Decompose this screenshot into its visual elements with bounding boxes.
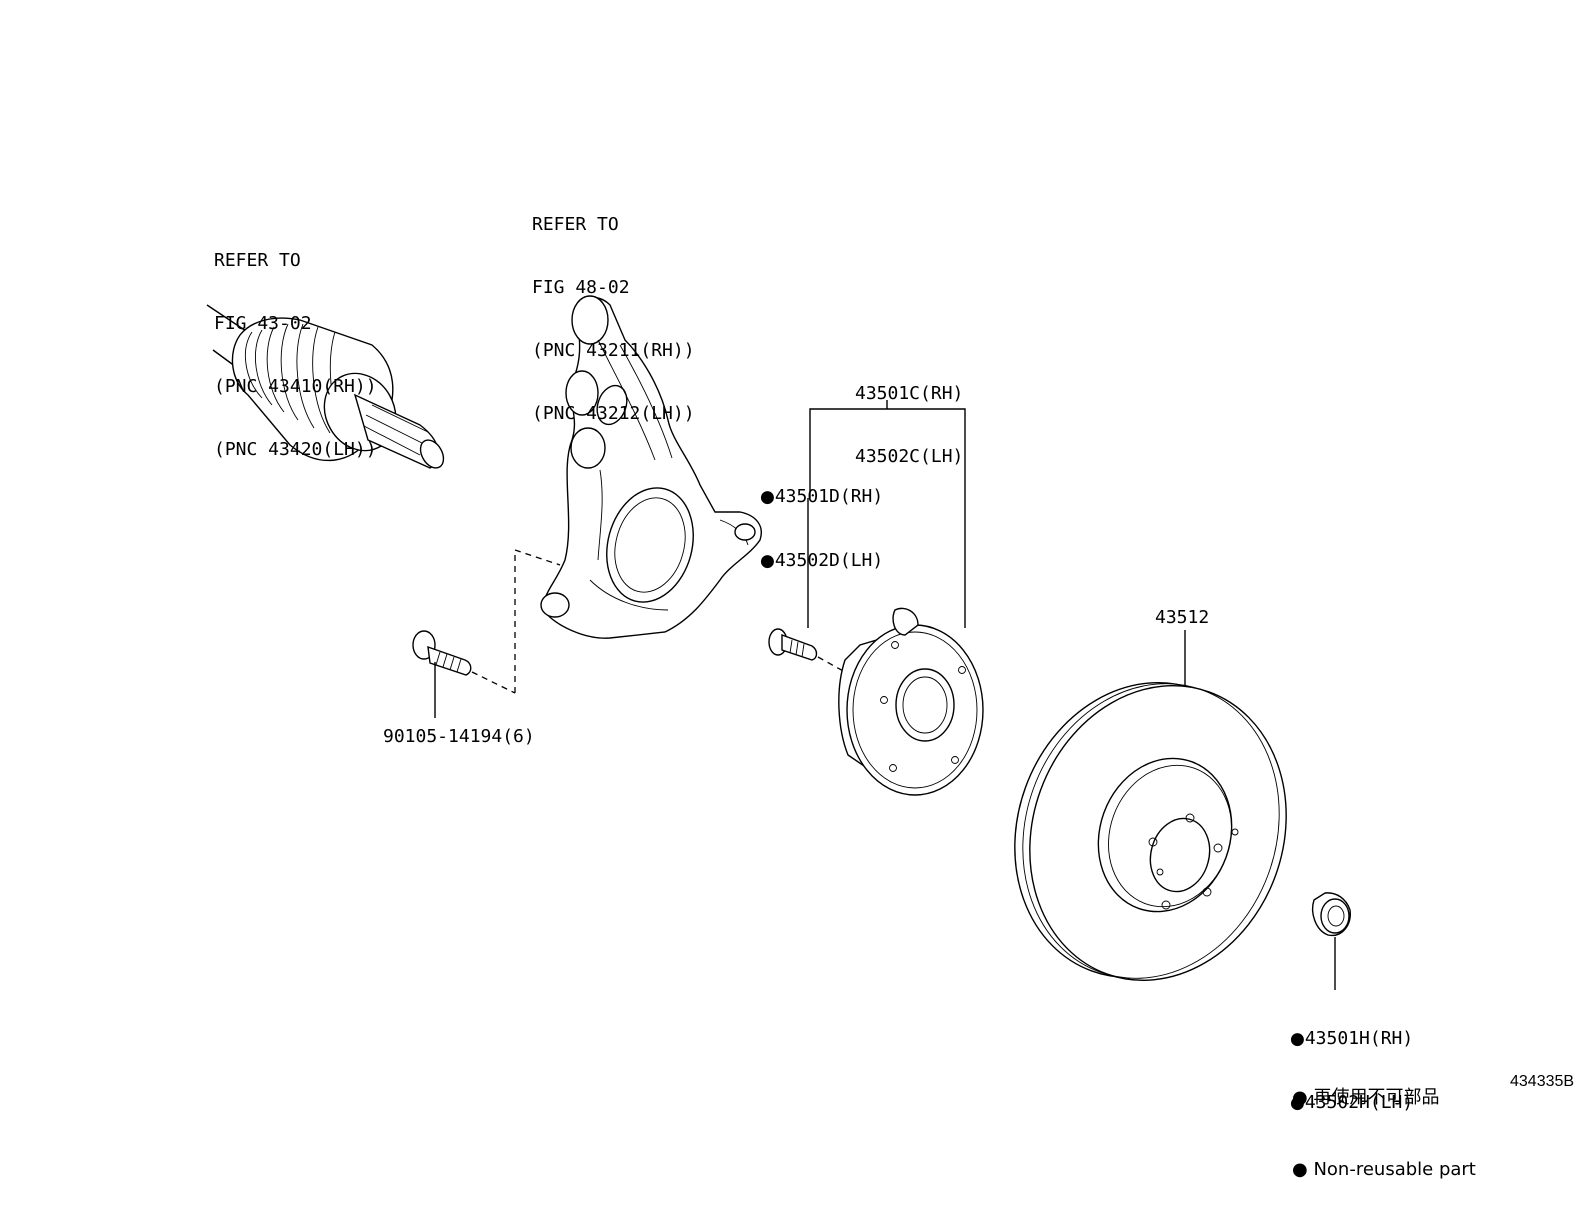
diagram-drawing xyxy=(206,295,1351,990)
brake-disc-label: 43512 xyxy=(1155,607,1210,628)
legend: ● 再使用不可部品 ● Non-reusable part xyxy=(1292,1038,1476,1206)
hub-nut-rh: 43501H(RH) xyxy=(1304,1028,1414,1049)
hub-nut xyxy=(1311,892,1351,990)
steering-knuckle xyxy=(540,295,762,639)
non-reusable-bullet: ● xyxy=(1290,1029,1305,1049)
knuckle-ref-line-4: (PNC 43212(LH)) xyxy=(532,403,695,424)
hub-bolt-label: ●43501D(RH) ●43502D(LH) xyxy=(760,444,883,593)
hub-assembly-lh: 43502C(LH) xyxy=(855,446,964,467)
driveshaft-ref-line-4: (PNC 43420(LH)) xyxy=(214,439,377,460)
non-reusable-bullet: ● xyxy=(760,551,775,571)
figure-number: 434335B xyxy=(1510,1073,1575,1090)
legend-japanese: 再使用不可部品 xyxy=(1313,1087,1440,1108)
hub-bolt-lh: 43502D(LH) xyxy=(774,550,884,571)
parts-diagram: REFER TO FIG 43-02 (PNC 43410(RH)) (PNC … xyxy=(206,172,1575,1180)
knuckle-bolt-label: 90105-14194(6) xyxy=(383,726,535,747)
driveshaft-ref-line-2: FIG 43-02 xyxy=(214,313,312,334)
drive-shaft xyxy=(206,304,445,469)
hub-assembly-label: 43501C(RH) 43502C(LH) xyxy=(855,341,963,488)
legend-bullet: ● xyxy=(1292,1159,1308,1180)
driveshaft-reference-label: REFER TO FIG 43-02 (PNC 43410(RH)) (PNC … xyxy=(214,208,377,481)
hub-bolt xyxy=(768,498,846,673)
knuckle-bolt xyxy=(412,549,561,718)
knuckle-ref-line-2: FIG 48-02 xyxy=(532,277,630,298)
hub-assembly xyxy=(809,400,984,796)
non-reusable-bullet: ● xyxy=(760,487,775,507)
knuckle-ref-line-3: (PNC 43211(RH)) xyxy=(532,340,695,361)
legend-bullet: ● xyxy=(1292,1087,1308,1108)
legend-english: Non-reusable part xyxy=(1313,1159,1476,1180)
brake-disc xyxy=(1014,630,1287,981)
hub-bolt-rh: 43501D(RH) xyxy=(774,486,884,507)
knuckle-ref-line-1: REFER TO xyxy=(532,214,619,235)
knuckle-reference-label: REFER TO FIG 48-02 (PNC 43211(RH)) (PNC … xyxy=(532,172,695,445)
driveshaft-ref-line-1: REFER TO xyxy=(214,250,301,271)
hub-assembly-rh: 43501C(RH) xyxy=(855,383,964,404)
driveshaft-ref-line-3: (PNC 43410(RH)) xyxy=(214,376,377,397)
